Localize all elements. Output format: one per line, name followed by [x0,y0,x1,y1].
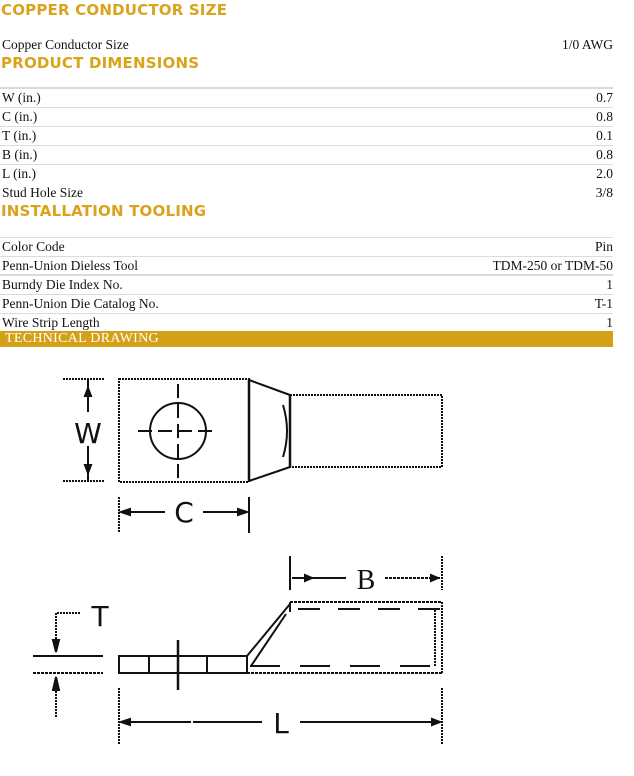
row-value: 0.8 [596,147,613,162]
table-row: Stud Hole Size 3/8 [0,183,613,202]
label-b: B [357,565,376,596]
divider [0,294,613,295]
row-label: B (in.) [2,147,38,162]
table-row: T (in.) 0.1 [0,126,613,145]
table-row: W (in.) 0.7 [0,88,613,107]
divider [0,126,613,127]
row-label: T (in.) [2,128,37,143]
table-row: Penn-Union Dieless Tool TDM-250 or TDM-5… [0,256,613,275]
row-value: Pin [594,239,613,254]
row-label: Burndy Die Index No. [2,277,123,292]
table-row: L (in.) 2.0 [0,164,613,183]
row-label: Penn-Union Dieless Tool [2,258,139,273]
table-row: Penn-Union Die Catalog No. T-1 [0,294,613,313]
row-label: Wire Strip Length [2,315,100,330]
row-value: T-1 [594,296,613,311]
divider [0,145,613,146]
row-label: W (in.) [2,90,41,105]
row-label: Copper Conductor Size [2,37,129,52]
table-row: C (in.) 0.8 [0,107,613,126]
row-value: 0.7 [596,90,613,105]
divider [0,237,613,238]
section-title-installation-tooling: INSTALLATION TOOLING [1,202,207,220]
row-value: 1/0 AWG [561,37,613,52]
section-title-technical-drawing: TECHNICAL DRAWING [5,331,159,346]
label-c: C [174,496,194,529]
technical-drawing-lug: W C T B L [33,378,443,745]
section-title-product-dimensions: PRODUCT DIMENSIONS [1,54,200,72]
row-value: 1 [606,277,613,292]
section-title-copper-conductor-size: COPPER CONDUCTOR SIZE [1,1,228,19]
row-label: Stud Hole Size [2,185,83,200]
table-row: Color Code Pin [0,237,613,256]
divider [0,256,613,257]
divider [0,164,613,165]
row-label: L (in.) [2,166,36,181]
label-t: T [90,600,109,633]
table-row: B (in.) 0.8 [0,145,613,164]
section-bar-technical-drawing: TECHNICAL DRAWING [0,331,613,347]
divider [0,274,613,276]
row-label: C (in.) [2,109,38,124]
table-row: Burndy Die Index No. 1 [0,275,613,294]
table-row: Copper Conductor Size 1/0 AWG [0,35,613,54]
divider [0,87,613,89]
row-value: 1 [606,315,613,330]
label-w: W [74,417,102,450]
row-value: TDM-250 or TDM-50 [492,258,614,273]
row-value: 0.1 [596,128,613,143]
row-value: 0.8 [596,109,613,124]
row-value: 3/8 [595,185,613,200]
table-row: Wire Strip Length 1 [0,313,613,332]
divider [0,313,613,314]
row-label: Color Code [2,239,65,254]
divider [0,107,613,108]
label-l: L [273,707,289,740]
row-value: 2.0 [596,166,613,181]
row-label: Penn-Union Die Catalog No. [2,296,159,311]
